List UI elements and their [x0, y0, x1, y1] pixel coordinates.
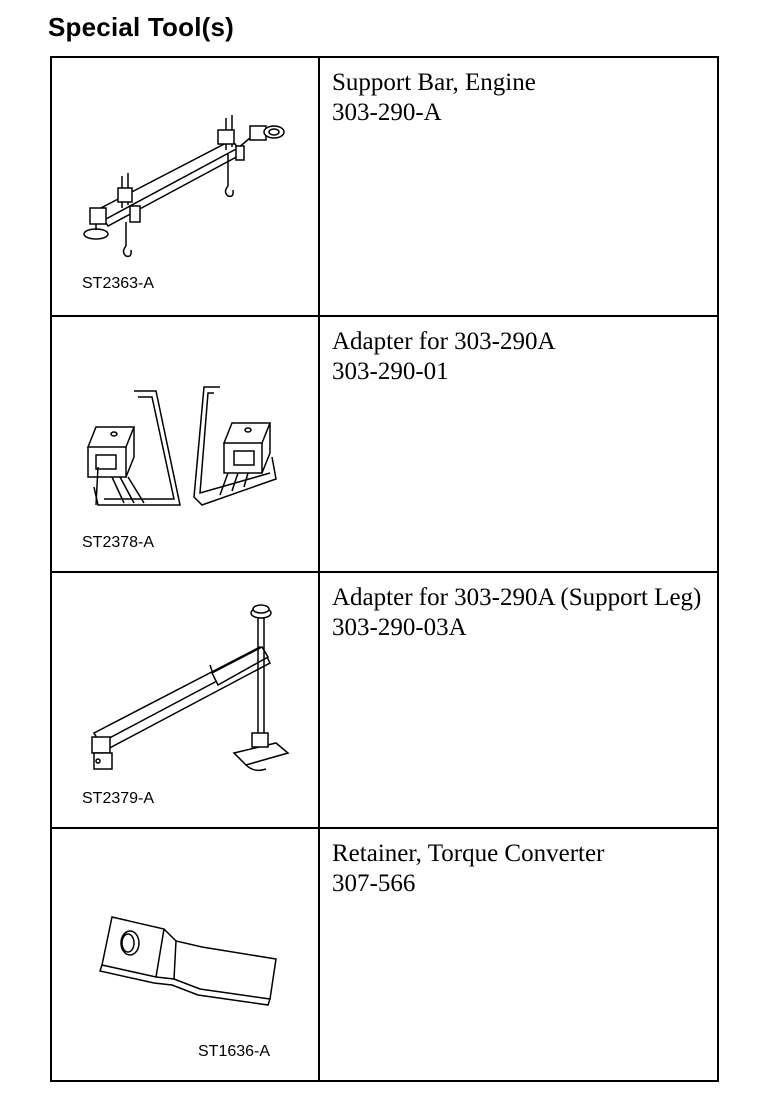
figure-label: ST2378-A	[82, 534, 155, 551]
tool-row: ST2378-A Adapter for 303-290A 303-290-01	[52, 315, 717, 571]
tool-description-cell: Support Bar, Engine 303-290-A	[320, 58, 717, 315]
tool-illustration-cell: ST2363-A	[52, 58, 320, 315]
tool-description-cell: Retainer, Torque Converter 307-566	[320, 829, 717, 1080]
tool-name: Adapter for 303-290A (Support Leg)	[332, 584, 702, 611]
adapter-brackets-icon	[86, 386, 277, 506]
support-leg-icon	[91, 604, 290, 772]
engine-support-bar-icon	[83, 115, 285, 258]
tool-name: Retainer, Torque Converter	[332, 840, 605, 867]
tool-description-cell: Adapter for 303-290A (Support Leg) 303-2…	[320, 573, 717, 827]
figure-label: ST2363-A	[82, 275, 155, 292]
tool-illustration-cell: ST2378-A	[52, 317, 320, 571]
tool-description-cell: Adapter for 303-290A 303-290-01	[320, 317, 717, 571]
tool-row: ST1636-A Retainer, Torque Converter 307-…	[52, 827, 717, 1080]
tool-illustration-cell: ST1636-A	[52, 829, 320, 1080]
figure-label: ST1636-A	[198, 1043, 271, 1060]
figure-label: ST2379-A	[82, 790, 155, 807]
tool-row: ST2363-A Support Bar, Engine 303-290-A	[52, 58, 717, 315]
tool-row: ST2379-A Adapter for 303-290A (Support L…	[52, 571, 717, 827]
tool-name: Adapter for 303-290A	[332, 328, 556, 355]
tool-name: Support Bar, Engine	[332, 69, 536, 96]
special-tools-table: ST2363-A Support Bar, Engine 303-290-A	[50, 56, 719, 1082]
tool-number: 303-290-A	[332, 99, 442, 126]
tool-number: 307-566	[332, 870, 416, 897]
page-title: Special Tool(s)	[48, 12, 234, 42]
tool-illustration-cell: ST2379-A	[52, 573, 320, 827]
torque-converter-retainer-icon	[99, 916, 277, 1006]
tool-number: 303-290-03A	[332, 614, 467, 641]
tool-number: 303-290-01	[332, 358, 449, 385]
